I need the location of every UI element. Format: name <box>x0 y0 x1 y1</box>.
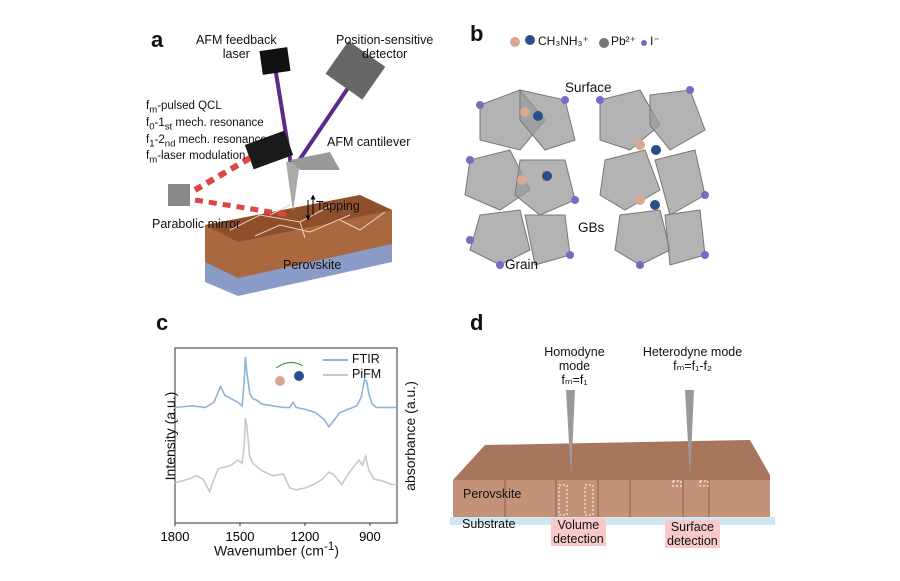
reflected-beam <box>294 83 352 167</box>
perovskite-label: Perovskite <box>283 258 342 272</box>
surface-label: Surface <box>565 80 612 95</box>
series-ftir-line <box>174 356 397 429</box>
volume-detection-label: Volume detection <box>551 518 606 546</box>
afm-laser-line1: AFM feedback <box>196 33 277 47</box>
surface-detection-label: Surface detection <box>665 520 720 548</box>
legend-pb: Pb²⁺ <box>611 34 637 48</box>
panel-b-label: b <box>470 21 484 46</box>
perovskite-top <box>205 195 392 242</box>
parabolic-mirror-icon <box>168 184 190 206</box>
qcl-line3: f1-2nd mech. resonance <box>146 133 267 149</box>
panel-d-label: d <box>470 310 484 335</box>
substrate-layer <box>450 517 775 525</box>
octahedra-right <box>599 89 706 266</box>
mirror-label: Parabolic mirror <box>152 217 241 231</box>
grain-label: Grain <box>505 257 539 272</box>
detector-label: Position-sensitive detector <box>336 33 433 61</box>
molecule-inset-icon <box>275 362 304 386</box>
legend-pifm: PiFM <box>352 367 382 381</box>
volume-box-left <box>558 484 568 516</box>
legend-ftir: FTIR <box>352 352 380 366</box>
qcl-line4: fm-laser modulation <box>146 150 246 166</box>
afm-laser-label: AFM feedback laser <box>196 33 277 61</box>
substrate-label: Substrate <box>462 517 516 531</box>
octahedra-left <box>464 89 576 266</box>
cantilever-label: AFM cantilever <box>327 135 411 149</box>
heterodyne-label: Heterodyne mode fₘ=f₁-f₂ <box>640 345 745 373</box>
gbs-label: GBs <box>578 220 605 235</box>
homodyne-tip <box>566 390 575 478</box>
volume-box-right <box>584 484 594 516</box>
volume-line2: detection <box>551 532 606 546</box>
x-tick-label: 1500 <box>226 529 255 544</box>
methylammonium-molecules <box>517 107 661 210</box>
x-tick-label: 1200 <box>290 529 319 544</box>
detector-line2: detector <box>362 47 408 61</box>
legend-i: I⁻ <box>650 34 660 48</box>
x-axis-label: Wavenumber (cm-1) <box>214 540 339 559</box>
afm-laser-line2: laser <box>222 47 250 61</box>
panel-c-label: c <box>156 310 169 335</box>
laser-icon <box>259 47 291 75</box>
plot-frame <box>174 347 398 524</box>
series-pifm-line <box>174 417 397 494</box>
perovskite-label-d: Perovskite <box>463 487 522 501</box>
ir-beam <box>193 155 252 193</box>
legend-ma: CH₃NH₃⁺ <box>538 34 589 48</box>
homodyne-label: Homodyne mode fₘ=f₁ <box>527 345 622 387</box>
homodyne-eq: fₘ=f₁ <box>561 373 588 387</box>
grain-boundaries <box>229 204 386 239</box>
surface-line2: detection <box>665 534 720 548</box>
homodyne-title: Homodyne mode <box>544 345 605 373</box>
afm-tip <box>286 162 300 212</box>
perovskite-front <box>453 480 770 517</box>
detector-icon <box>325 40 386 100</box>
detector-line1: Position-sensitive <box>336 33 434 47</box>
iodide-atoms <box>466 86 709 269</box>
tapping-label: Tapping <box>316 199 360 213</box>
x-tick-label: 1800 <box>161 529 190 544</box>
grain-edges <box>504 480 710 517</box>
cantilever-icon <box>290 152 340 170</box>
qcl-legend: fm-pulsed QCL f0-1st mech. resonance f1-… <box>146 100 267 167</box>
volume-line1: Volume <box>551 518 606 532</box>
qcl-line2: f0-1st mech. resonance <box>146 116 264 133</box>
heterodyne-title: Heterodyne mode <box>642 345 743 359</box>
qcl-line1: fm-pulsed QCL <box>146 100 222 116</box>
focused-ir-beam <box>194 197 291 218</box>
panel-a-label: a <box>151 27 164 52</box>
heterodyne-eq: fₘ=f₁-f₂ <box>673 359 712 373</box>
x-tick-label: 900 <box>359 529 381 544</box>
surface-line1: Surface <box>665 520 720 534</box>
heterodyne-tip <box>685 390 694 478</box>
qcl-icon <box>244 130 294 170</box>
